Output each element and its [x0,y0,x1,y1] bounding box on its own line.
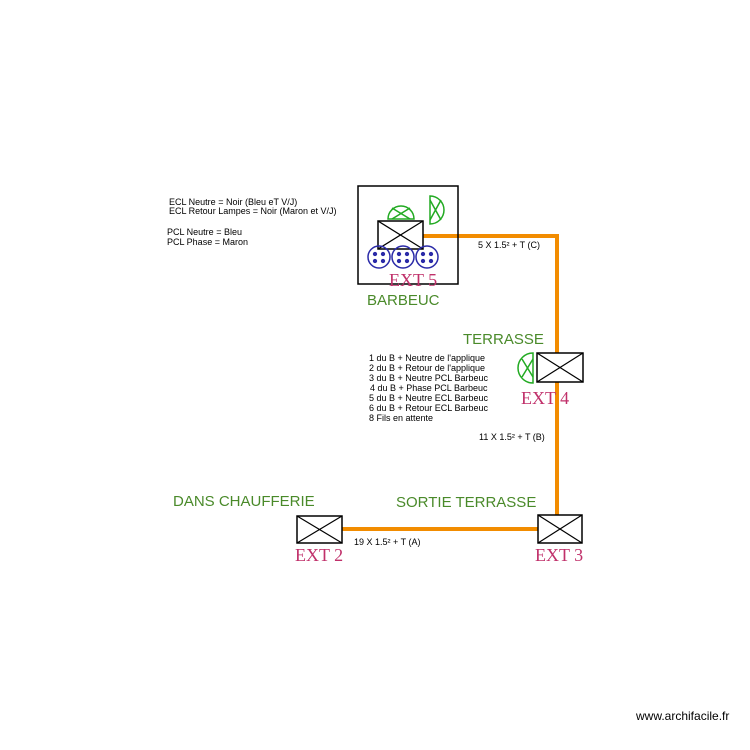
socket-icon-2[interactable] [391,245,415,269]
legend-line-2: ECL Retour Lampes = Noir (Maron et V/J) [169,206,337,216]
place-label-sortie-terrasse: SORTIE TERRASSE [396,494,537,511]
cable-label-c: 5 X 1.5² + T (C) [478,240,540,250]
cable-label-a: 19 X 1.5² + T (A) [354,537,421,547]
legend-line-4: PCL Phase = Maron [167,237,248,247]
wiring-note-6: 6 du B + Retour ECL Barbeuc [369,403,488,413]
junction-box-ext2[interactable] [296,515,343,544]
cable-c [423,234,559,353]
socket-icon-1[interactable] [367,245,391,269]
watermark: www.archifacile.fr [636,709,730,723]
place-label-terrasse: TERRASSE [463,331,544,348]
wiring-note-5: 5 du B + Neutre ECL Barbeuc [369,393,488,403]
box-label-ext5: EXT 5 [389,270,438,290]
junction-box-ext3[interactable] [537,514,583,544]
place-label-dans-chaufferie: DANS CHAUFFERIE [173,493,315,510]
cable-label-b: 11 X 1.5² + T (B) [479,432,545,442]
socket-icon-3[interactable] [415,245,439,269]
wall-light-icon[interactable] [429,195,445,225]
junction-box-ext5[interactable] [377,220,424,250]
terrasse-wall-light-icon[interactable] [517,352,534,384]
wiring-note-4: 4 du B + Phase PCL Barbeuc [370,383,488,393]
box-label-ext3: EXT 3 [535,545,584,565]
box-label-ext2: EXT 2 [295,545,344,565]
wiring-note-2: 2 du B + Retour de l'applique [369,363,486,373]
wiring-note-1: 1 du B + Neutre de l'applique [369,353,486,363]
barbeuc-frame [357,185,459,285]
legend-line-1: ECL Neutre = Noir (Bleu eT V/J) [169,197,298,207]
wiring-note-7: 8 Fils en attente [369,413,434,423]
ceiling-light-icon[interactable] [387,205,415,220]
wiring-note-3: 3 du B + Neutre PCL Barbeuc [369,373,488,383]
box-label-ext4: EXT 4 [521,388,570,408]
place-label-barbeuc: BARBEUC [367,292,440,309]
junction-box-ext4[interactable] [536,352,584,383]
legend-line-3: PCL Neutre = Bleu [167,227,242,237]
